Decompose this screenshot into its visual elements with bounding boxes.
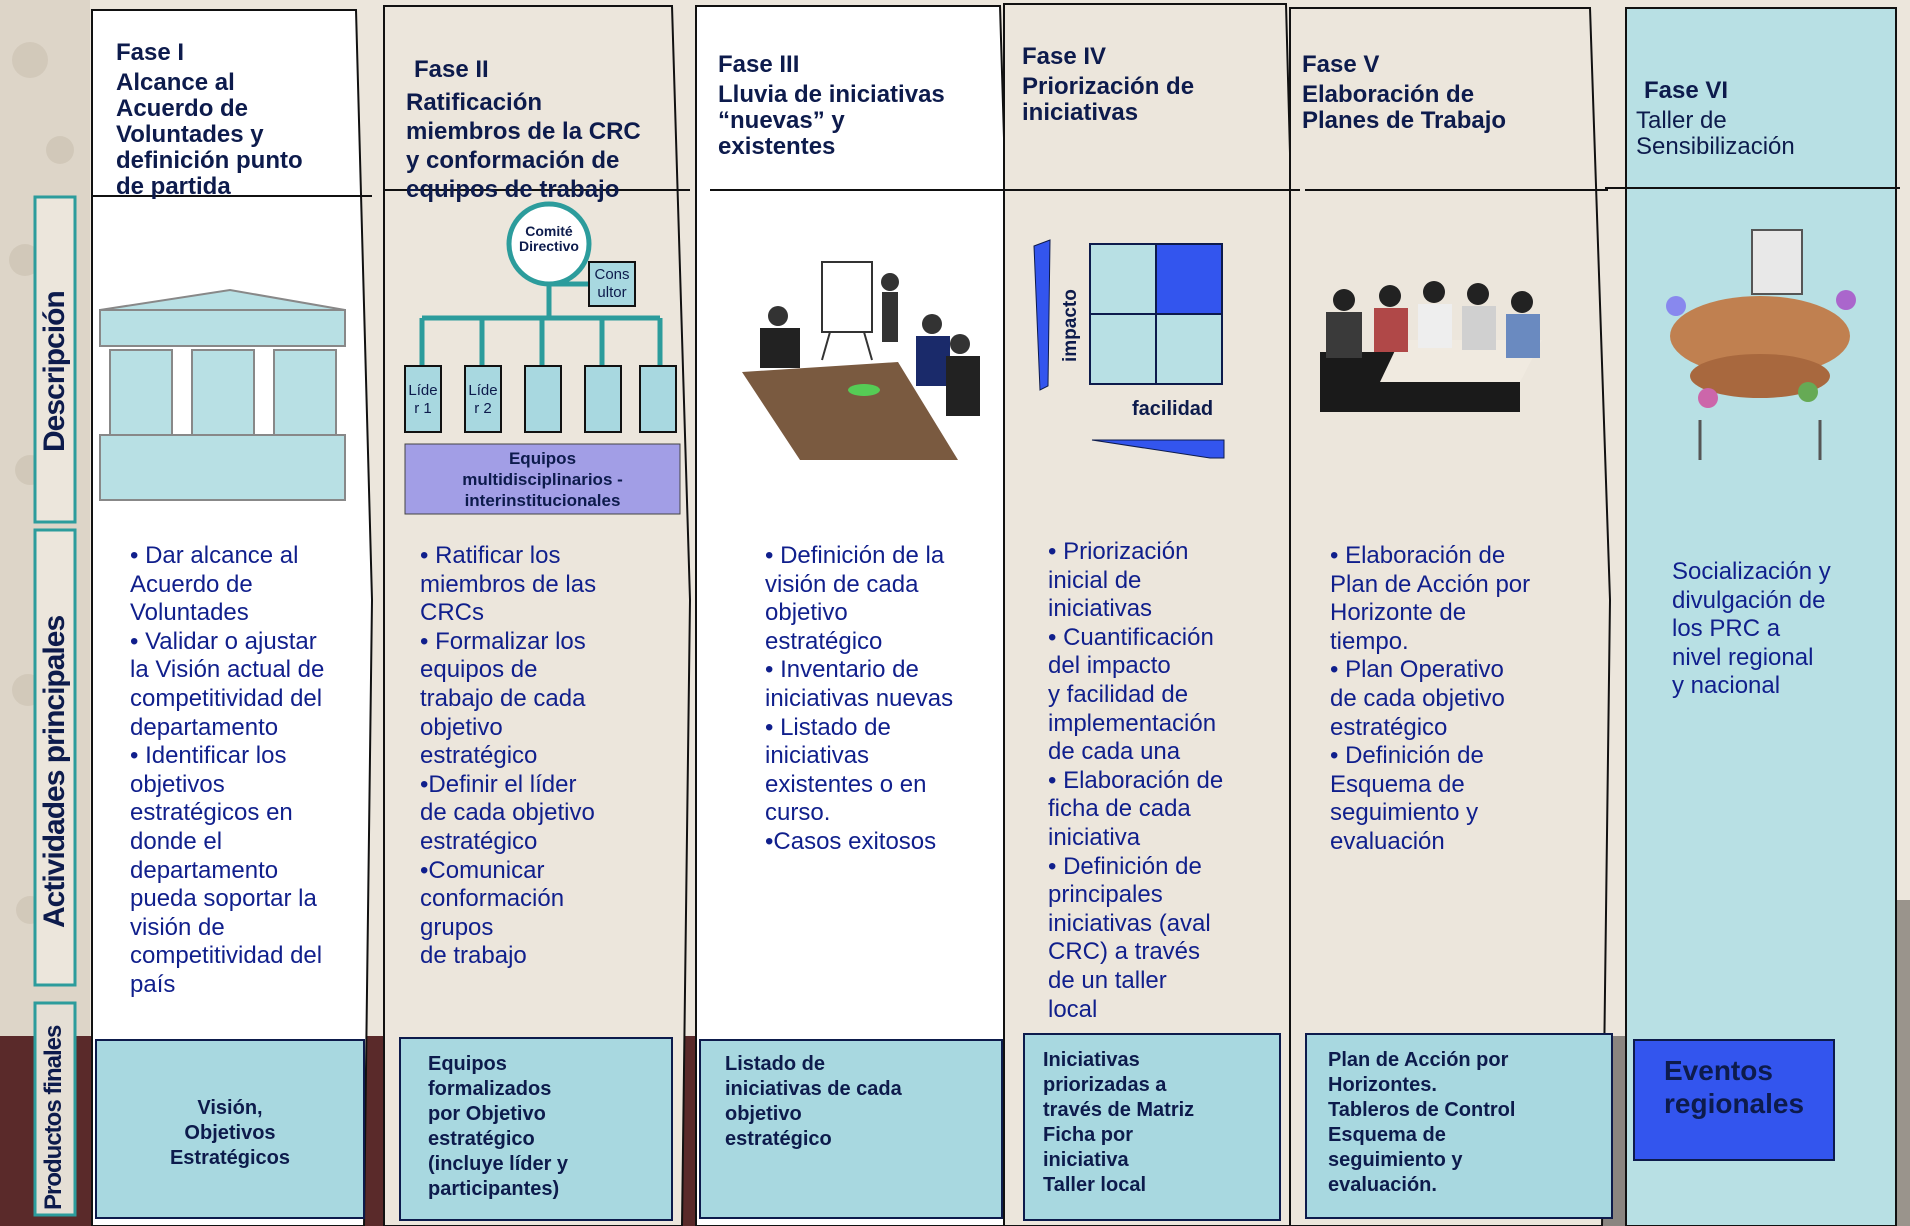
phase-4-product: Iniciativas priorizadas a través de Matr… bbox=[1043, 1049, 1195, 1196]
phase-5-panel bbox=[1289, 7, 1612, 1226]
product-box-1 bbox=[95, 1039, 365, 1219]
side-box-actividades bbox=[33, 528, 77, 987]
product-box-6 bbox=[1633, 1039, 1835, 1161]
product-box-5 bbox=[1305, 1033, 1613, 1219]
phase-5-label: Fase V bbox=[1302, 51, 1380, 78]
phase-4-title: Fase IV Priorización de iniciativas bbox=[1022, 18, 1292, 126]
side-box-descripcion bbox=[33, 195, 77, 524]
phase-2-activities: • Ratificar los miembros de las CRCs • F… bbox=[420, 542, 597, 970]
phase-2-label: Fase II bbox=[414, 56, 489, 83]
phase-6-activities: Socialización y divulgación de los PRC a… bbox=[1672, 558, 1831, 700]
matrix-xlabel: facilidad bbox=[1132, 398, 1214, 420]
phase-6-heading: Taller de Sensibilización bbox=[1636, 107, 1795, 160]
side-label-productos: Productos finales bbox=[40, 1025, 67, 1210]
side-label-actividades: Actividades principales bbox=[38, 615, 71, 928]
phase-4-activities: • Priorización inicial de iniciativas • … bbox=[1048, 538, 1224, 1023]
presentation-illustration bbox=[742, 261, 980, 460]
team-meeting-illustration bbox=[1320, 281, 1542, 412]
org-equipos-label: Equipos multidisciplinarios - interinsti… bbox=[462, 449, 623, 510]
phase-4-label: Fase IV bbox=[1022, 43, 1107, 70]
phase-1-title: Fase I Alcance al Acuerdo de Voluntades y… bbox=[116, 14, 366, 200]
phase-1-heading: Alcance al Acuerdo de Voluntades y defin… bbox=[116, 69, 303, 200]
product-box-4 bbox=[1023, 1033, 1281, 1221]
building-illustration bbox=[99, 288, 346, 501]
org-comite-label: Comité Directivo bbox=[519, 223, 579, 254]
phase-6-title: Fase VI Taller de Sensibilización bbox=[1636, 52, 1886, 160]
phase-6-label: Fase VI bbox=[1644, 77, 1729, 104]
org-lider1-label: Líde r 1 bbox=[408, 382, 438, 417]
phase-2-heading: Ratificación miembros de la CRC y confor… bbox=[406, 89, 641, 203]
phase-2-panel bbox=[383, 5, 692, 1226]
phase-3-activities: • Definición de la visión de cada objeti… bbox=[765, 542, 954, 855]
round-table-illustration bbox=[1666, 229, 1856, 460]
phase-3-title: Fase III Lluvia de iniciativas “nuevas” y… bbox=[718, 26, 1008, 160]
phase-2-product: Equipos formalizados por Objetivo estrat… bbox=[428, 1053, 569, 1200]
phase-4-heading: Priorización de iniciativas bbox=[1022, 73, 1195, 126]
side-label-descripcion: Descripción bbox=[38, 291, 71, 452]
phase-6-panel bbox=[1625, 7, 1897, 1226]
matrix-ylabel: impacto bbox=[1060, 289, 1081, 362]
phase-5-activities: • Elaboración de Plan de Acción por Hori… bbox=[1330, 542, 1531, 855]
org-consultor-label: Cons ultor bbox=[594, 266, 630, 301]
phase-3-heading: Lluvia de iniciativas “nuevas” y existen… bbox=[718, 81, 945, 160]
phase-1-product: Visión, Objetivos Estratégicos bbox=[169, 1097, 291, 1169]
phase-5-product: Plan de Acción por Horizontes. Tableros … bbox=[1328, 1049, 1516, 1196]
phase-6-product: Eventos regionales bbox=[1664, 1055, 1805, 1119]
phase-3-label: Fase III bbox=[718, 51, 800, 78]
org-chart bbox=[404, 201, 681, 515]
org-lider2-label: Líde r 2 bbox=[468, 382, 498, 417]
product-box-2 bbox=[399, 1037, 673, 1221]
product-box-3 bbox=[699, 1039, 1003, 1219]
phase-5-title: Fase V Elaboración de Planes de Trabajo bbox=[1302, 26, 1602, 134]
phase-1-activities: • Dar alcance al Acuerdo de Voluntades •… bbox=[130, 542, 325, 998]
priority-matrix bbox=[1033, 239, 1225, 459]
phase-2-title: Fase II Ratificación miembros de la CRC y… bbox=[406, 26, 696, 204]
phase-1-label: Fase I bbox=[116, 39, 185, 66]
phase-5-heading: Elaboración de Planes de Trabajo bbox=[1302, 81, 1507, 134]
side-box-productos bbox=[33, 1001, 77, 1217]
phase-3-product: Listado de iniciativas de cada objetivo … bbox=[725, 1053, 902, 1150]
